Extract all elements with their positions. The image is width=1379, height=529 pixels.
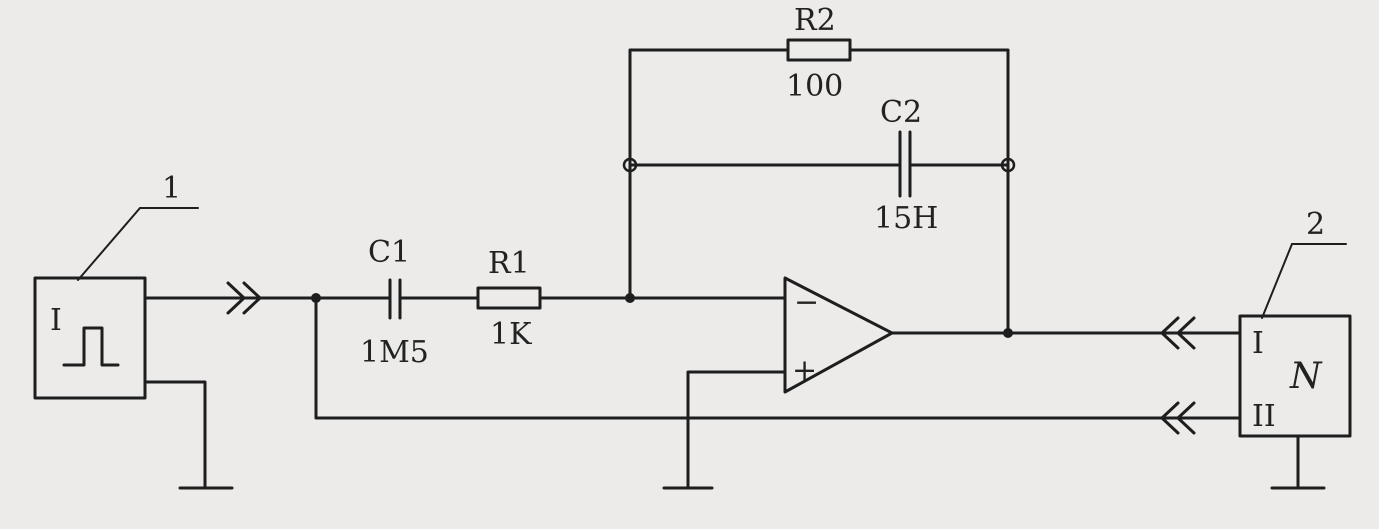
- junction-output: [1003, 328, 1013, 338]
- pulse-source: I: [33, 276, 147, 400]
- r1-ref-label: R1: [488, 246, 530, 281]
- instrument-box: [1238, 314, 1352, 438]
- source-ground-wire: [143, 380, 207, 490]
- junction-c2-left: [622, 157, 638, 173]
- capacitor-c1: C1 1M5: [360, 235, 429, 370]
- r2-value-label: 100: [786, 69, 843, 104]
- pulse-source-terminal-label: I: [50, 303, 62, 338]
- square-pulse-icon: [62, 326, 120, 367]
- op-amp: − +: [783, 276, 894, 394]
- instrument-label: N: [1289, 356, 1323, 397]
- op-amp-noninverting-label: +: [792, 353, 817, 388]
- feedback-wire-right: [848, 48, 1010, 335]
- callout-label-2: 2: [1306, 207, 1325, 242]
- measuring-instrument: I II N: [1238, 314, 1352, 438]
- junction-c2-right: [1000, 157, 1016, 173]
- callout-leader-1: [77, 207, 199, 281]
- op-amp-triangle: [783, 276, 894, 394]
- pulse-source-box: [33, 276, 147, 400]
- c2-value-label: 15H: [874, 201, 938, 236]
- resistor-r2: R2 100: [786, 3, 852, 104]
- instrument-input-1-label: I: [1252, 326, 1264, 361]
- op-amp-inverting-label: −: [794, 285, 819, 320]
- reference-wire: [314, 296, 1164, 420]
- callout-label-1: 1: [162, 171, 181, 206]
- c1-value-label: 1M5: [360, 335, 429, 370]
- feedback-wire-left: [628, 48, 790, 300]
- capacitor-c2: C2 15H: [874, 95, 938, 236]
- r2-ref-label: R2: [794, 3, 836, 38]
- instrument-input-2-label: II: [1252, 399, 1276, 434]
- noninverting-ground-wire: [686, 370, 787, 490]
- resistor-r1: R1 1K: [476, 246, 542, 352]
- r1-value-label: 1K: [490, 317, 532, 352]
- c2-ref-label: C2: [880, 95, 922, 130]
- c1-ref-label: C1: [368, 235, 410, 270]
- callout-leader-2: [1261, 243, 1347, 319]
